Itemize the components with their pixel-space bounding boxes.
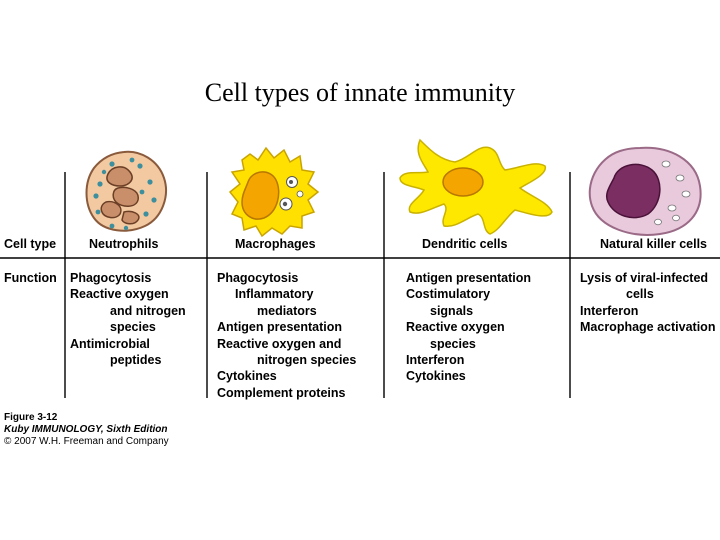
column-name-natural-killer-cells: Natural killer cells bbox=[600, 237, 708, 251]
function-item: mediators bbox=[257, 303, 317, 318]
column-name-macrophages: Macrophages bbox=[235, 237, 316, 251]
function-item: Cytokines bbox=[406, 369, 466, 384]
function-item: Antigen presentation bbox=[406, 271, 532, 285]
function-item: Reactive oxygen bbox=[70, 287, 169, 302]
page-title: Cell types of innate immunity bbox=[204, 78, 516, 107]
book-title: Kuby IMMUNOLOGY, Sixth Edition bbox=[4, 424, 168, 435]
function-item: Reactive oxygen and bbox=[217, 336, 342, 351]
column-name-neutrophils: Neutrophils bbox=[89, 237, 159, 251]
function-item: Costimulatory bbox=[406, 287, 491, 302]
nk-cell-illustration bbox=[588, 146, 702, 236]
column-name-dendritic-cells: Dendritic cells bbox=[422, 237, 508, 251]
function-item: Reactive oxygen bbox=[406, 320, 505, 335]
function-item: Cytokines bbox=[217, 369, 277, 384]
function-item: Phagocytosis bbox=[70, 271, 152, 285]
figure-credit: Figure 3-12 Kuby IMMUNOLOGY, Sixth Editi… bbox=[4, 412, 169, 448]
function-item: species bbox=[430, 336, 476, 351]
function-item: signals bbox=[430, 303, 474, 318]
figure-number: Figure 3-12 bbox=[4, 412, 58, 423]
function-item: species bbox=[110, 320, 156, 335]
function-item: Inflammatory bbox=[235, 287, 314, 302]
function-item: Phagocytosis bbox=[217, 271, 299, 285]
copyright: © 2007 W.H. Freeman and Company bbox=[4, 436, 169, 447]
function-item: peptides bbox=[110, 352, 162, 367]
function-item: Interferon bbox=[580, 303, 639, 318]
neutrophil-illustration bbox=[85, 150, 167, 232]
function-item: Complement proteins bbox=[217, 385, 346, 400]
function-item: Interferon bbox=[406, 352, 465, 367]
cell-type-header: Cell type bbox=[4, 237, 57, 251]
function-item: Antigen presentation bbox=[217, 320, 343, 335]
dendritic-cell-illustration bbox=[399, 138, 553, 235]
function-item: Lysis of viral-infected bbox=[580, 271, 709, 285]
function-item: Macrophage activation bbox=[580, 320, 716, 335]
cell-types-figure: Cell type Function Neutrophils Macrophag… bbox=[0, 130, 720, 460]
function-item: Antimicrobial bbox=[70, 336, 150, 351]
function-item: nitrogen species bbox=[257, 352, 357, 367]
function-item: cells bbox=[626, 287, 654, 302]
function-item: and nitrogen bbox=[110, 303, 186, 318]
figure-graphics bbox=[0, 138, 720, 398]
function-header: Function bbox=[4, 271, 57, 285]
macrophage-illustration bbox=[228, 146, 320, 238]
